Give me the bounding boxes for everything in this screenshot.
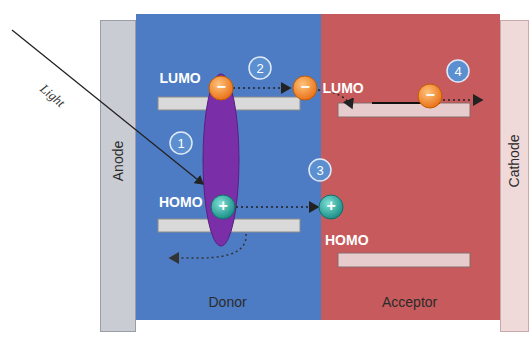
cathode-bar: Cathode bbox=[500, 20, 529, 332]
callout-number: 3 bbox=[317, 164, 324, 177]
hole-sign: + bbox=[219, 198, 228, 214]
electron-sign: − bbox=[301, 79, 310, 95]
acceptor-region: Acceptor bbox=[321, 14, 500, 320]
electrode-label: Anode bbox=[110, 141, 126, 181]
level-label: LUMO bbox=[323, 81, 364, 95]
level-label: HOMO bbox=[325, 233, 369, 247]
level-label: HOMO bbox=[159, 195, 203, 209]
electron-sign: − bbox=[217, 79, 226, 95]
callout-number: 4 bbox=[455, 65, 462, 78]
electrode-label: Cathode bbox=[506, 135, 522, 188]
region-label: Donor bbox=[209, 294, 247, 310]
electron-sign: − bbox=[426, 87, 435, 103]
callout-number: 1 bbox=[178, 137, 185, 150]
anode-bar: Anode bbox=[100, 20, 136, 332]
region-label: Acceptor bbox=[382, 294, 437, 310]
callout-number: 2 bbox=[257, 62, 264, 75]
level-label: LUMO bbox=[160, 71, 201, 85]
hole-sign: + bbox=[327, 198, 336, 214]
light-label: Light bbox=[38, 81, 67, 109]
donor-region: Donor bbox=[136, 14, 321, 320]
